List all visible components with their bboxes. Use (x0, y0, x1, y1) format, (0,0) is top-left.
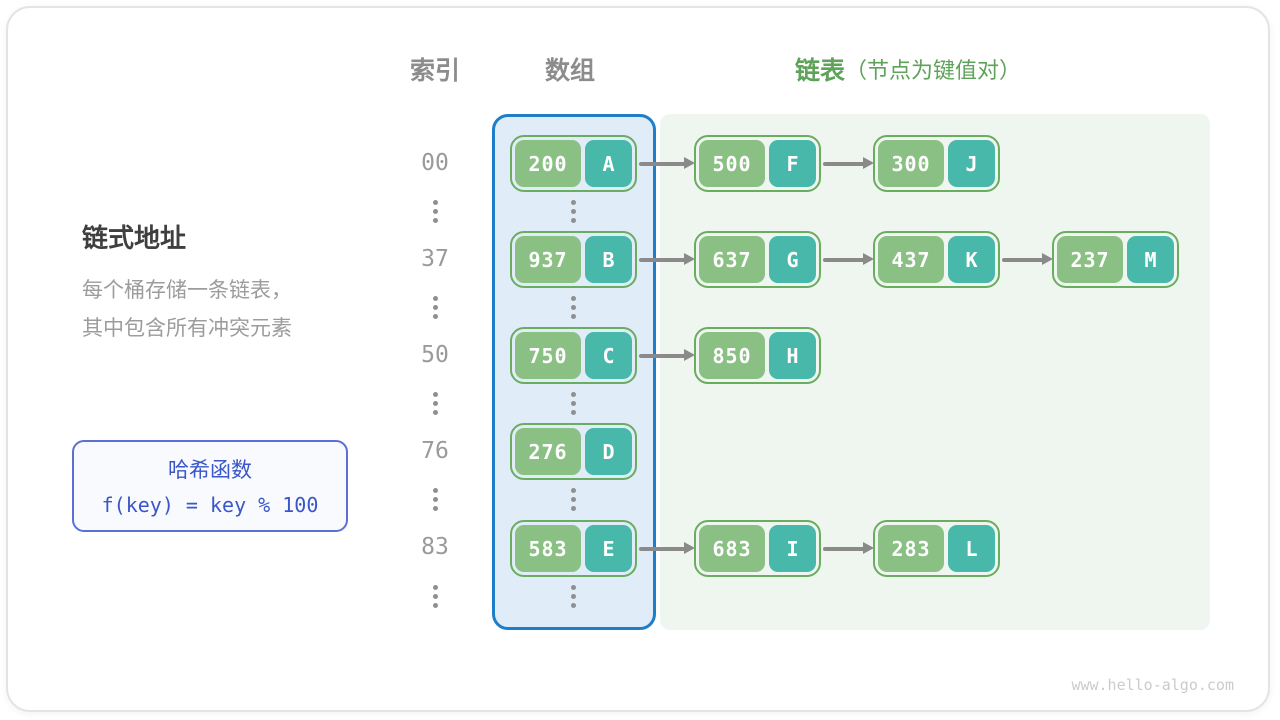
node-value: F (769, 140, 816, 187)
arrow-right-icon (639, 253, 695, 266)
vertical-ellipsis-icon (570, 200, 576, 223)
index-label-83: 83 (421, 534, 449, 560)
vertical-ellipsis-icon (570, 296, 576, 319)
header-index: 索引 (409, 57, 460, 85)
node-key: 300 (878, 140, 944, 187)
bucket-node: 937 B (510, 231, 637, 288)
node-value: G (769, 236, 816, 283)
node-key: 283 (878, 525, 944, 572)
page-title: 链式地址 (82, 223, 187, 253)
description-line-1: 每个桶存储一条链表， (82, 279, 292, 302)
arrow-right-icon (823, 253, 874, 266)
node-value: E (585, 525, 632, 572)
vertical-ellipsis-icon (570, 488, 576, 511)
index-label-76: 76 (421, 438, 449, 464)
index-label-37: 37 (421, 246, 449, 272)
node-value: M (1127, 236, 1174, 283)
vertical-ellipsis-icon (432, 296, 438, 319)
arrow-right-icon (823, 542, 874, 555)
chain-node: 637 G (694, 231, 821, 288)
hash-function-box: 哈希函数 f(key) = key % 100 (72, 440, 348, 532)
bucket-node: 200 A (510, 135, 637, 192)
node-key: 237 (1057, 236, 1123, 283)
vertical-ellipsis-icon (432, 585, 438, 608)
vertical-ellipsis-icon (570, 392, 576, 415)
arrow-right-icon (823, 157, 874, 170)
chain-node: 683 I (694, 520, 821, 577)
node-value: K (948, 236, 995, 283)
chain-node: 237 M (1052, 231, 1179, 288)
hash-function-formula: f(key) = key % 100 (101, 493, 319, 517)
node-value: H (769, 332, 816, 379)
node-key: 500 (699, 140, 765, 187)
vertical-ellipsis-icon (432, 488, 438, 511)
description-line-2: 其中包含所有冲突元素 (82, 317, 292, 340)
header-linked-list-label: 链表 (795, 57, 846, 85)
node-value: J (948, 140, 995, 187)
node-key: 683 (699, 525, 765, 572)
node-key: 750 (515, 332, 581, 379)
header-linked-list-note: （节点为键值对） (845, 58, 1022, 83)
chain-node: 283 L (873, 520, 1000, 577)
node-value: B (585, 236, 632, 283)
vertical-ellipsis-icon (570, 585, 576, 608)
node-key: 637 (699, 236, 765, 283)
arrow-right-icon (1002, 253, 1053, 266)
header-array: 数组 (544, 57, 595, 85)
node-key: 200 (515, 140, 581, 187)
arrow-right-icon (639, 542, 695, 555)
node-key: 437 (878, 236, 944, 283)
chain-node: 300 J (873, 135, 1000, 192)
node-value: I (769, 525, 816, 572)
node-value: A (585, 140, 632, 187)
arrow-right-icon (639, 157, 695, 170)
chain-node: 500 F (694, 135, 821, 192)
node-key: 276 (515, 428, 581, 475)
vertical-ellipsis-icon (432, 392, 438, 415)
bucket-node: 583 E (510, 520, 637, 577)
node-key: 937 (515, 236, 581, 283)
node-key: 583 (515, 525, 581, 572)
chain-node: 437 K (873, 231, 1000, 288)
description-text: 每个桶存储一条链表， 其中包含所有冲突元素 (82, 272, 292, 348)
arrow-right-icon (639, 349, 695, 362)
vertical-ellipsis-icon (432, 200, 438, 223)
node-value: D (585, 428, 632, 475)
header-linked-list: 链表 （节点为键值对） (795, 54, 1021, 88)
node-key: 850 (699, 332, 765, 379)
bucket-node: 750 C (510, 327, 637, 384)
chain-node: 850 H (694, 327, 821, 384)
watermark: www.hello-algo.com (1071, 676, 1234, 694)
hash-function-title: 哈希函数 (168, 459, 252, 482)
node-value: L (948, 525, 995, 572)
index-label-00: 00 (421, 150, 449, 176)
bucket-node: 276 D (510, 423, 637, 480)
node-value: C (585, 332, 632, 379)
index-label-50: 50 (421, 342, 449, 368)
